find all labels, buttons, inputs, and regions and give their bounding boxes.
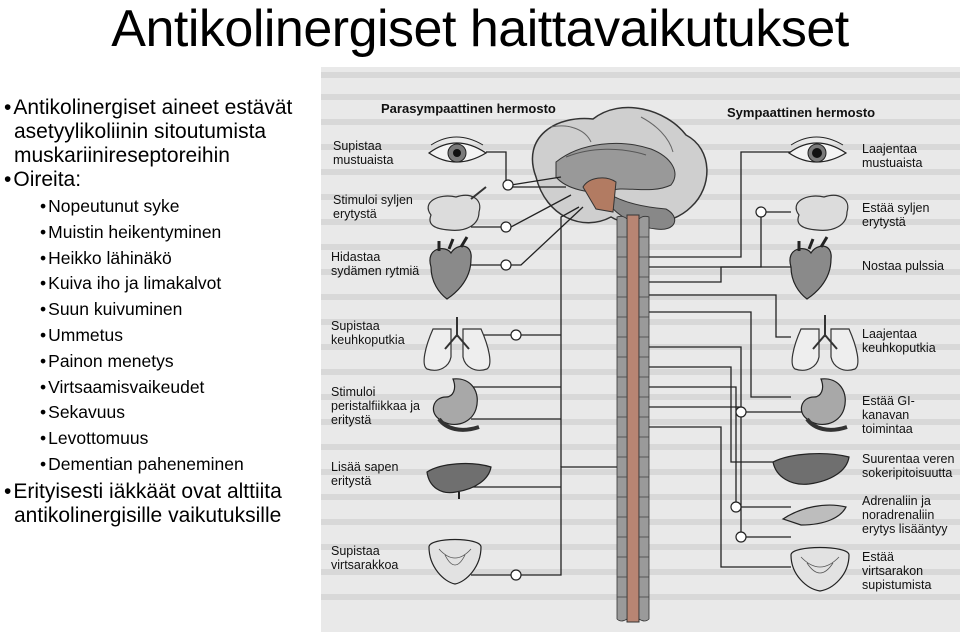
eye-icon (427, 136, 488, 163)
symptom-text: Heikko lähinäkö (48, 247, 172, 268)
list-item: Levottomuus (2, 426, 320, 452)
symptom-list: Nopeutunut syke Muistin heikentyminen He… (2, 194, 320, 478)
list-item: Heikko lähinäkö (2, 246, 320, 272)
liver-icon-right (772, 453, 850, 485)
eye-icon-right (787, 136, 848, 163)
nervous-system-diagram: Parasympaattinen hermosto Sympaattinen h… (321, 67, 960, 632)
spinal-cord-icon (616, 214, 650, 623)
bullet-closing: Erityisesti iäkkäät ovat alttiita antiko… (2, 480, 320, 528)
label-adrenaline: Adrenaliin ja noradrenaliin erytys lisää… (862, 494, 948, 536)
salivary-gland-icon (427, 186, 487, 231)
bullet-list: Antikolinergiset aineet estävät asetyyli… (2, 96, 320, 528)
symptom-text: Kuiva iho ja limakalvot (48, 273, 222, 294)
symptom-text: Painon menetys (48, 350, 174, 371)
bullet-intro: Antikolinergiset aineet estävät asetyyli… (2, 96, 320, 168)
parasympathetic-header: Parasympaattinen hermosto (381, 101, 556, 116)
label-stimulate-saliva: Stimuloi syljen erytystä (333, 193, 413, 221)
diagram-artwork (321, 72, 960, 623)
salivary-gland-icon-right (795, 194, 849, 231)
label-inhibit-saliva: Estää syljen erytystä (862, 201, 930, 229)
label-raise-blood-sugar: Suurentaa veren sokeripitoisuutta (862, 452, 955, 480)
symptom-text: Sekavuus (48, 402, 125, 423)
symptom-text: Suun kuivuminen (48, 299, 183, 320)
label-contract-bladder: Supistaa virtsarakkoa (331, 544, 399, 572)
adrenal-gland-icon (781, 504, 847, 526)
lungs-icon (423, 317, 491, 371)
list-item: Ummetus (2, 323, 320, 349)
list-item: Virtsaamisvaikeudet (2, 375, 320, 401)
list-item: Dementian paheneminen (2, 452, 320, 478)
label-stimulate-peristalsis: Stimuloi peristalfiikkaa ja eritystä (331, 385, 420, 427)
symptom-text: Ummetus (48, 324, 124, 345)
label-raise-pulse: Nostaa pulssia (862, 259, 944, 273)
list-item: Kuiva iho ja limakalvot (2, 271, 320, 297)
page-title: Antikolinergiset haittavaikutukset (111, 0, 849, 58)
stomach-icon (432, 378, 480, 432)
bladder-icon-right (790, 546, 850, 592)
label-constrict-bronchi: Supistaa keuhkoputkia (331, 319, 405, 347)
label-bile-secretion: Lisää sapen eritystä (331, 460, 399, 488)
label-inhibit-gi: Estää GI-kanavan toimintaa (862, 394, 915, 436)
list-item: Painon menetys (2, 349, 320, 375)
bullet-closing-text: Erityisesti iäkkäät ovat alttiita antiko… (13, 479, 282, 527)
brain-icon (531, 106, 708, 230)
symptom-text: Dementian paheneminen (48, 453, 244, 474)
label-dilate-pupil: Laajentaa mustuaista (862, 142, 923, 170)
sympathetic-pathways (649, 151, 811, 568)
label-dilate-bronchi: Laajentaa keuhkoputkia (862, 327, 936, 355)
symptom-text: Nopeutunut syke (48, 196, 180, 216)
bladder-icon (428, 538, 482, 585)
lungs-icon-right (791, 315, 859, 371)
liver-icon (426, 463, 492, 499)
sympathetic-header: Sympaattinen hermosto (727, 105, 876, 120)
list-item: Suun kuivuminen (2, 297, 320, 323)
symptom-text: Levottomuus (48, 428, 149, 449)
symptom-text: Muistin heikentyminen (48, 221, 222, 242)
label-constrict-pupil: Supistaa mustuaista (333, 139, 394, 167)
symptoms-heading-text: Oireita: (13, 168, 82, 191)
list-item: Sekavuus (2, 400, 320, 426)
symptom-text: Virtsaamisvaikeudet (48, 376, 205, 397)
list-item: Muistin heikentyminen (2, 220, 320, 246)
bullet-symptoms-heading: Oireita: (2, 168, 320, 192)
bullet-intro-text: Antikolinergiset aineet estävät asetyyli… (13, 96, 293, 167)
stomach-icon-right (800, 378, 848, 432)
heart-icon (429, 236, 472, 300)
list-item: Nopeutunut syke (2, 194, 320, 220)
label-slow-heart: Hidastaa sydämen rytmiä (331, 250, 420, 278)
heart-icon-right (789, 236, 832, 300)
label-inhibit-bladder: Estää virtsarakon supistumista (862, 550, 932, 592)
